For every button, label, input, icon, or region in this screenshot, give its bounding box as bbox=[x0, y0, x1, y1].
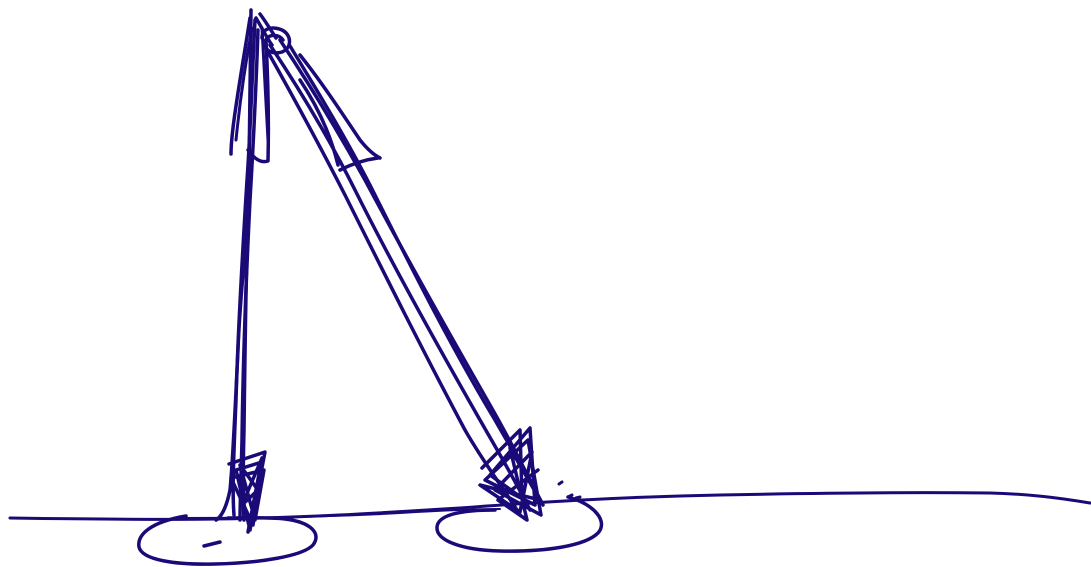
left-base-ellipse bbox=[137, 514, 318, 566]
right-pole-stroke-1 bbox=[268, 43, 532, 512]
right-base-dots bbox=[557, 480, 582, 500]
right-base-ellipse bbox=[435, 495, 604, 553]
left-base-mark bbox=[202, 540, 222, 548]
left-pole-flare bbox=[229, 16, 271, 164]
right-foot-scribble bbox=[478, 426, 543, 522]
right-pole-stroke-3 bbox=[266, 50, 522, 517]
left-pole-stroke-4 bbox=[214, 158, 254, 522]
ground-line bbox=[8, 491, 1091, 521]
right-pole-flare bbox=[298, 53, 382, 172]
left-foot-scribble bbox=[227, 450, 267, 534]
